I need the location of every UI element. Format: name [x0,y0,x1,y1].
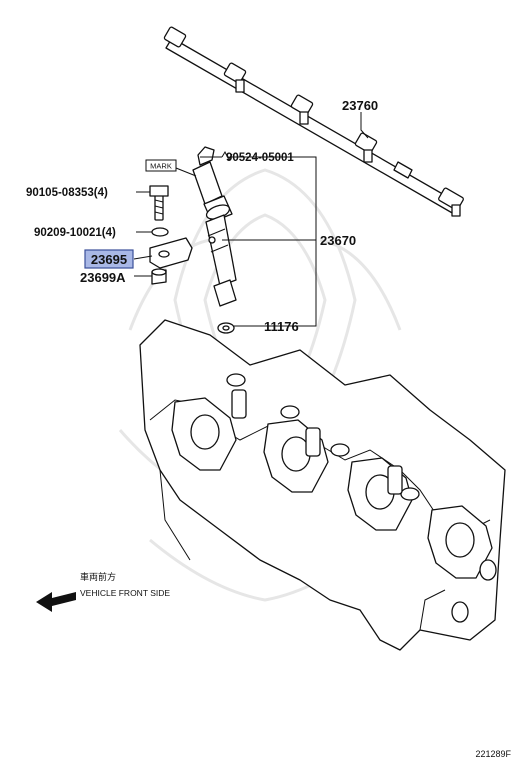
fuel-rail-23760 [163,26,464,217]
callout-90209-10021[interactable]: 90209-10021(4) [34,227,116,239]
injector-23670 [192,146,237,307]
callout-23760[interactable]: 23760 [342,98,378,113]
front-note-english: VEHICLE FRONT SIDE [80,588,170,598]
callout-90105-08353[interactable]: 90105-08353(4) [26,187,108,199]
callout-11176[interactable]: 11176 [264,319,299,334]
callout-23670[interactable]: 23670 [320,233,356,248]
front-note-japanese: 車両前方 [80,571,116,582]
callout-90524-05001[interactable]: 90524-05001 [226,152,294,164]
leader-lines [133,112,369,327]
mark-label: MARK [150,162,172,171]
diagram-id: 221289F [475,749,511,759]
cylinder-head [139,319,506,651]
gasket-11176 [217,322,235,334]
vehicle-front-indicator: 車両前方 VEHICLE FRONT SIDE [36,571,170,612]
callout-23695[interactable]: 23695 [91,252,127,267]
callout-23699A[interactable]: 23699A [80,270,126,285]
front-arrow-icon [36,592,76,612]
mark-tag: MARK [145,159,177,172]
highlight-23695 [84,249,134,269]
clamp-assembly [149,185,193,285]
